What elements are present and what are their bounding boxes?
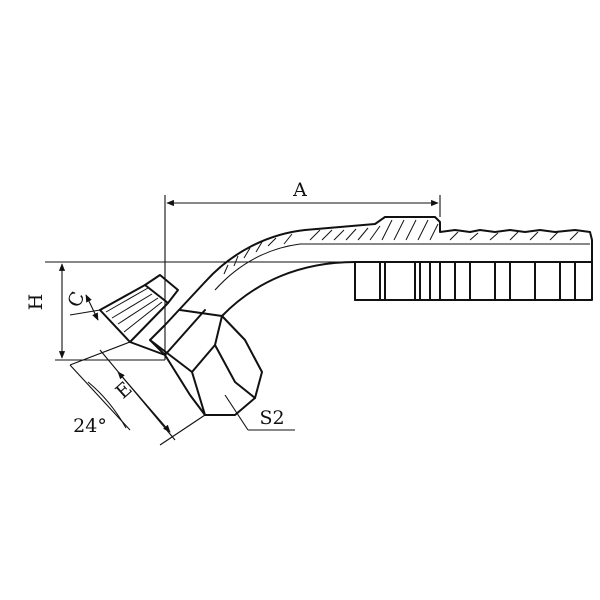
fitting-nut [99,274,263,416]
dimension-s2: S2 [224,394,295,431]
fitting-bend [204,229,356,317]
label-a: A [292,179,307,201]
dimension-c: C [64,288,101,321]
label-c: C [64,288,90,310]
dimension-a: A [164,179,441,360]
dimension-angle: 24° [69,364,131,437]
label-angle: 24° [73,415,107,437]
fitting-tail [300,216,593,301]
dimension-h: H [25,261,355,361]
label-h: H [25,294,47,311]
label-s2: S2 [259,407,284,429]
label-e: E [111,378,136,404]
